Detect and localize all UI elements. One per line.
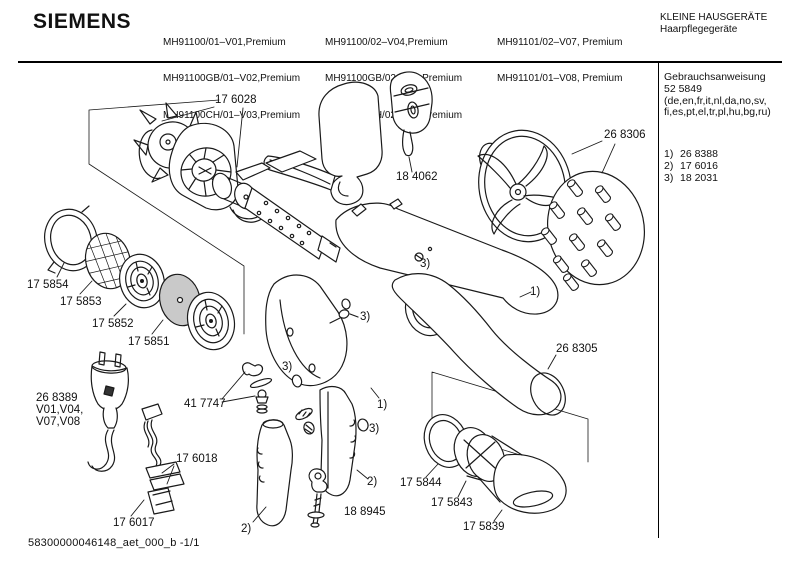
siemens-logo: SIEMENS [33,10,132,33]
handle-shell-left [256,419,293,527]
part-label-inlet-grille: 17 5852 [92,318,134,330]
part-label-rear-grille-set: 26 8306 [604,129,646,141]
part-label-cable-guide: 17 6017 [113,517,155,529]
rear-grille-disc [186,291,236,351]
part-labels: 17 6028 18 4062 26 8306 17 5854 17 5853 … [27,94,646,533]
reference-item: 2) 17 6016 [664,160,718,172]
reference-markers: 3) 3) 3) 3) 1) 1) 2) 2) [241,258,540,535]
marker-ref3: 3) [420,258,430,270]
hang-loop [263,81,383,206]
manual-number: 52 5849 [664,83,702,95]
part-label-nozzle-collar: 17 5843 [431,497,473,509]
handle-shell-right [319,385,357,497]
part-label-rear-tube: 26 8305 [556,343,598,355]
category-line: Haarpflegegeräte [660,24,738,36]
part-label-filter-disc: 17 5851 [128,336,170,348]
reference-index: 3) [664,172,674,184]
diffuser-plate [539,170,646,293]
part-label-terminal: 17 6018 [176,453,218,465]
marker-ref1: 1) [377,399,387,411]
part-label-retaining-ring: 17 5854 [27,279,69,291]
model-line: MH91101/02–V07, Premium [497,36,623,48]
model-line: MH91100/02–V04,Premium [325,36,448,48]
marker-ref1: 1) [530,286,540,298]
housing-lower [265,274,348,387]
concentrator-nozzle [477,435,567,514]
part-label-clip-set: 41 7747 [184,398,226,410]
document-id: 58300000046148_aet_000_b -1/1 [28,537,200,549]
model-line: MH91100/01–V01,Premium [163,36,286,48]
part-label-cord-variants2: V07,V08 [36,416,80,428]
model-line: MH91100CH/01–V03,Premium [163,110,301,122]
leader-lines [56,106,616,523]
marker-ref3: 3) [282,361,292,373]
part-label-cord: 26 8389 [36,392,78,404]
part-label-nozzle: 17 5839 [463,521,505,533]
rear-body-tube [391,273,566,416]
marker-ref2: 2) [367,476,377,488]
part-label-cord-variants1: V01,V04, [36,404,83,416]
heating-element [235,150,341,263]
part-label-inlet-mesh: 17 5853 [60,296,102,308]
marker-ref3: 3) [369,423,379,435]
languages-line: (de,en,fr,it,nl,da,no,sv, [664,95,767,107]
screw-hook [307,468,328,528]
reference-code: 18 2031 [680,172,718,184]
marker-ref2: 2) [241,523,251,535]
reference-index: 1) [664,148,674,160]
inlet-grille [119,253,165,309]
model-column-3: MH91101/02–V07, Premium MH91101/01–V08, … [497,12,622,98]
category-line: KLEINE HAUSGERÄTE [660,12,768,23]
reference-code: 26 8388 [680,148,718,160]
marker-ref3: 3) [360,311,370,323]
reference-item: 3) 18 2031 [664,172,718,184]
manual-label: Gebrauchsanweisung [664,71,766,83]
languages-line: fi,es,pt,el,tr,pl,hu,bg,ru) [664,106,771,118]
group-boundary-motor [88,99,245,335]
reference-index: 2) [664,160,674,172]
housing-upper [335,198,559,315]
model-line: MH91100GB/01–V02,Premium [163,73,301,85]
category-header: KLEINE HAUSGERÄTE Haarpflegegeräte [660,12,767,37]
part-label-switch: 18 4062 [396,171,438,183]
part-label-nozzle-ring: 17 5844 [400,477,442,489]
retaining-ring [44,205,98,274]
power-plug [87,351,129,472]
reference-item: 1) 26 8388 [664,148,718,160]
handle-small-parts [291,298,369,435]
model-column-1: MH91100/01–V01,Premium MH91100GB/01–V02,… [163,12,300,135]
reference-code: 17 6016 [680,160,718,172]
clip-and-nut-set [242,362,273,414]
header-divider [18,61,782,63]
part-label-screw-hook: 18 8945 [344,506,386,518]
part-label-motor-assembly: 17 6028 [215,94,257,106]
sidebar-divider [658,63,659,538]
model-line: MH91101/01–V08, Premium [497,73,623,85]
switch-slider [389,71,433,157]
